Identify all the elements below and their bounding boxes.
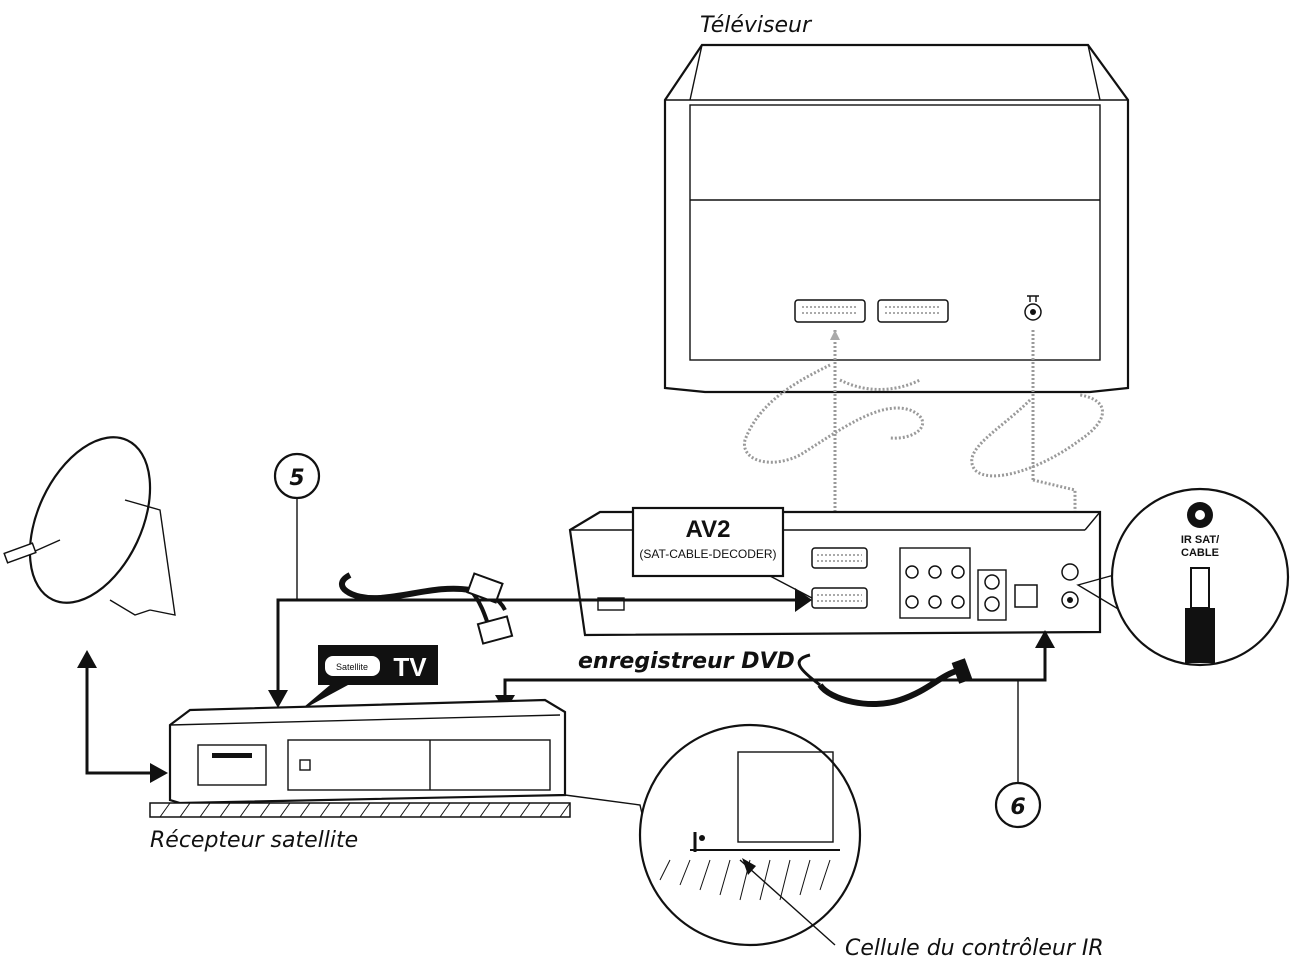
receiver-label: Récepteur satellite [150,828,358,853]
recorder-scart-av1 [811,587,868,609]
scart-cable-receiver-recorder [339,572,514,645]
step-5-label: 5 [289,466,304,491]
ir-jack-zoom: IR SAT/ CABLE [1076,487,1290,667]
av2-callout: AV2 (SAT-CABLE-DECODER) [631,506,813,599]
recorder-label: enregistreur DVD [578,649,795,674]
satellite-receiver [149,698,571,818]
ir-cell-zoom [564,723,862,947]
recorder-digital-port [1014,584,1038,608]
badge-logo: Satellite [336,662,368,672]
av2-subtitle: (SAT-CABLE-DECODER) [639,547,776,561]
dish-to-receiver-cable [77,650,168,783]
step-6-label: 6 [1010,795,1025,820]
recorder-ir-port [1061,563,1079,609]
recorder-av-jacks [899,547,971,619]
tv-scart-port-1 [794,299,866,323]
tv-antenna-port [1024,295,1042,321]
tv-label: Téléviseur [700,13,813,38]
satellite-dish [3,436,176,616]
ir-cell-label: Cellule du contrôleur IR [845,936,1104,961]
satellite-tv-badge: Satellite TV [298,645,438,712]
cable-path-5 [268,498,812,708]
step-5-marker: 5 [273,452,321,500]
av2-title: AV2 [686,516,731,543]
ir-jack-label-line1: IR SAT/ [1181,534,1219,546]
ir-jack-label-line2: CABLE [1181,547,1219,559]
television [663,43,1130,394]
tv-scart-port-2 [877,299,949,323]
recorder-scart-av2 [811,547,868,569]
badge-tv: TV [393,652,427,682]
step-6-marker: 6 [994,781,1042,829]
recorder-svideo-port [977,569,1007,621]
